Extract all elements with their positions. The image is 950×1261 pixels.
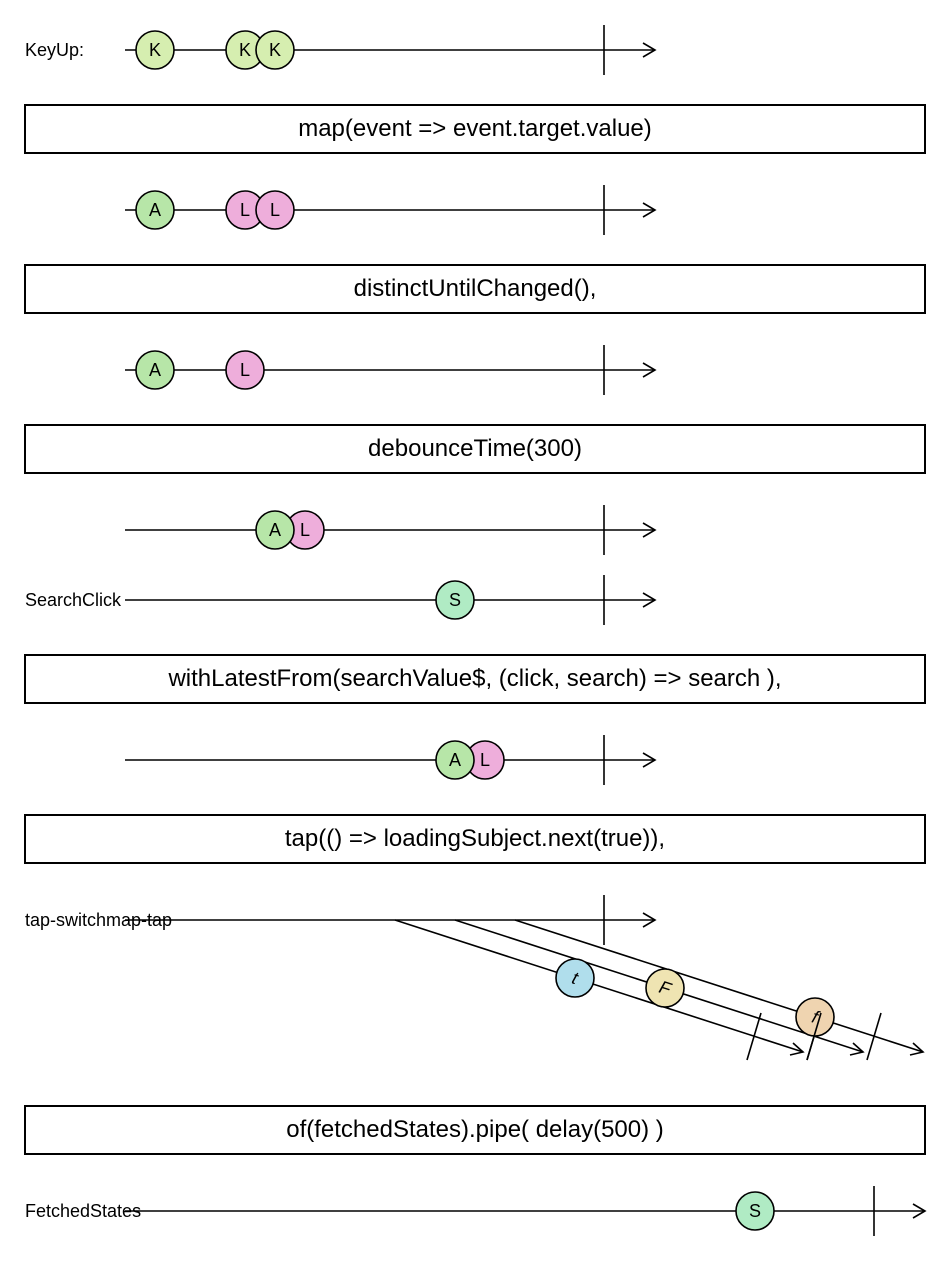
- operator-label-map: map(event => event.target.value): [298, 115, 652, 142]
- operator-debounce-time: debounceTime(300): [24, 424, 926, 474]
- inner-marble-t: t: [555, 958, 595, 998]
- stream-keyup: KeyUp: K K K: [25, 25, 657, 75]
- timeline-arrowhead: [642, 362, 657, 378]
- svg-text:K: K: [149, 40, 161, 60]
- svg-text:A: A: [149, 200, 161, 220]
- inner-completion-marker: [866, 1012, 882, 1061]
- svg-text:K: K: [239, 40, 251, 60]
- stream-mapped: A L L: [125, 185, 657, 235]
- stream-label-fetched-states: FetchedStates: [25, 1201, 141, 1221]
- operator-label-of-fetched-states: of(fetchedStates).pipe( delay(500) ): [286, 1116, 664, 1143]
- svg-text:A: A: [269, 520, 281, 540]
- stream-debounced: L A: [125, 505, 657, 555]
- marble-k-2: K: [225, 30, 265, 70]
- marble-a: A: [135, 350, 175, 390]
- operator-label-with-latest-from: withLatestFrom(searchValue$, (click, sea…: [167, 665, 781, 692]
- stream-label-tap-switchmap-tap: tap-switchmap-tap: [25, 910, 172, 930]
- svg-text:L: L: [480, 750, 490, 770]
- operator-label-distinct: distinctUntilChanged(),: [354, 275, 597, 302]
- svg-text:L: L: [240, 360, 250, 380]
- svg-text:L: L: [300, 520, 310, 540]
- stream-label-search-click: SearchClick: [25, 590, 122, 610]
- timeline-arrowhead: [642, 522, 657, 538]
- svg-text:L: L: [270, 200, 280, 220]
- inner-marble-f: F: [645, 968, 685, 1008]
- inner-stream-3: [514, 919, 925, 1061]
- marble-l-2: L: [255, 190, 295, 230]
- timeline-arrowhead: [642, 42, 657, 58]
- marble-s: S: [735, 1191, 775, 1231]
- inner-stream-1: [394, 919, 805, 1061]
- marble-k-3: K: [255, 30, 295, 70]
- stream-label-keyup: KeyUp:: [25, 40, 84, 60]
- timeline-arrowhead: [642, 752, 657, 768]
- inner-completion-marker: [746, 1012, 762, 1061]
- marble-a: A: [255, 510, 295, 550]
- inner-completion-marker-overlay: [806, 1012, 822, 1061]
- timeline-arrowhead: [912, 1203, 927, 1219]
- stream-fetched-states: S FetchedStates: [25, 1186, 927, 1236]
- marble-k-1: K: [135, 30, 175, 70]
- stream-search-click: SearchClick S: [25, 575, 657, 625]
- timeline-arrowhead: [642, 202, 657, 218]
- operator-with-latest-from: withLatestFrom(searchValue$, (click, sea…: [24, 654, 926, 704]
- inner-marble-f-lower: f: [795, 997, 835, 1037]
- stream-distinct: A L: [125, 345, 657, 395]
- marble-l: L: [225, 350, 265, 390]
- operator-label-debounce: debounceTime(300): [368, 435, 582, 462]
- operator-distinct-until-changed: distinctUntilChanged(),: [24, 264, 926, 314]
- timeline-arrowhead: [642, 592, 657, 608]
- stream-tap-switchmap-tap: t F f tap-switchmap-tap: [25, 895, 925, 1061]
- svg-text:K: K: [269, 40, 281, 60]
- svg-text:A: A: [149, 360, 161, 380]
- svg-text:t: t: [570, 968, 582, 989]
- operator-map: map(event => event.target.value): [24, 104, 926, 154]
- marble-s: S: [435, 580, 475, 620]
- operator-label-tap: tap(() => loadingSubject.next(true)),: [285, 825, 665, 852]
- timeline-arrowhead: [642, 912, 657, 928]
- marble-a: A: [135, 190, 175, 230]
- operator-of-fetched-states: of(fetchedStates).pipe( delay(500) ): [24, 1105, 926, 1155]
- svg-text:L: L: [240, 200, 250, 220]
- stream-with-latest: L A: [125, 735, 657, 785]
- svg-text:S: S: [749, 1201, 761, 1221]
- svg-text:A: A: [449, 750, 461, 770]
- marble-a: A: [435, 740, 475, 780]
- svg-text:S: S: [449, 590, 461, 610]
- operator-tap: tap(() => loadingSubject.next(true)),: [24, 814, 926, 864]
